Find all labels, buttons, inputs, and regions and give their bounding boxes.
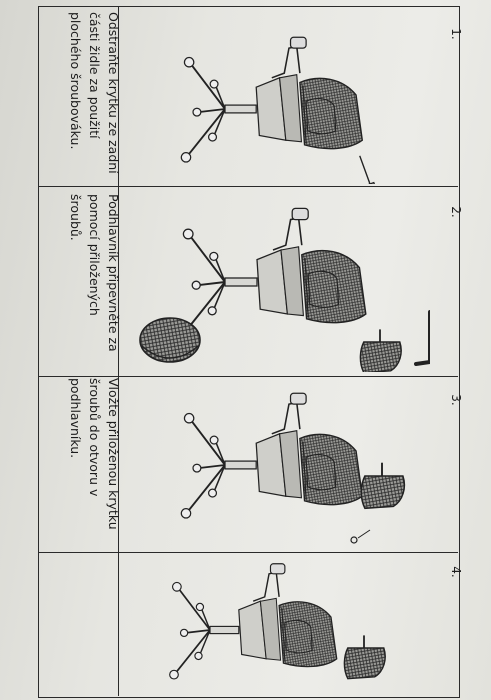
step-3-illustration (180, 392, 406, 544)
step-1-illustration (180, 36, 379, 184)
step-number-4: 4. (449, 566, 463, 578)
text-column-divider (118, 6, 119, 696)
step-4-illustration (168, 562, 387, 680)
step-3-instruction: Vložte přiloženou krytku šroubů do otvor… (68, 378, 121, 530)
instruction-frame (38, 6, 460, 698)
step-divider-3 (38, 552, 458, 553)
step-1-instruction: Odstraňte krytku ze zadní části židle za… (68, 12, 121, 174)
step-number-1: 1. (449, 28, 463, 40)
step-2-instruction: Podhlavník připevněte za pomocí přiložen… (68, 194, 121, 352)
step-divider-1 (38, 186, 458, 187)
step-4-instruction (33, 556, 123, 700)
step-divider-2 (38, 376, 458, 377)
step-number-2: 2. (449, 206, 463, 218)
allen-key-icon (414, 310, 430, 366)
step-number-3: 3. (449, 394, 463, 406)
screwdriver-icon (359, 155, 379, 184)
step-2-illustration (139, 207, 430, 372)
